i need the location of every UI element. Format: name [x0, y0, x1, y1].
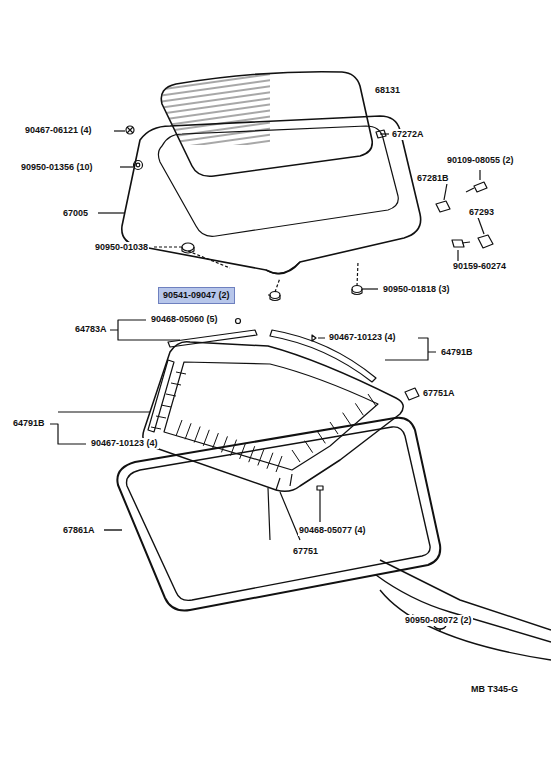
trim-rib — [292, 450, 300, 462]
part-number: 68131 — [374, 85, 401, 96]
trim-rib — [212, 433, 218, 449]
trim-rib — [267, 453, 273, 469]
part-number: 64791B — [440, 347, 474, 358]
trim-rib — [343, 413, 351, 425]
part-number: 90467-10123 (4) — [90, 438, 159, 449]
trim-rib — [194, 427, 200, 443]
part-number: 67751 — [292, 546, 319, 557]
part-number: 67861A — [62, 525, 96, 536]
part-number: 64783A — [74, 324, 108, 335]
part-number: 90950-01038 — [94, 242, 149, 253]
part-number: 67281B — [416, 173, 450, 184]
part-number: 90950-01356 (10) — [20, 162, 94, 173]
trim-rib — [276, 456, 282, 472]
trim-rib — [249, 446, 255, 462]
trim-rib — [203, 430, 209, 446]
part-number: 67751A — [422, 388, 456, 399]
part-number: 90467-06121 (4) — [24, 125, 93, 136]
highlighted-part-number: 90541-09047 (2) — [158, 287, 235, 304]
part-number: 64791B — [12, 418, 46, 429]
trim-rib — [305, 441, 313, 453]
trim-rib — [258, 449, 264, 465]
trim-rib — [185, 423, 191, 439]
trim-rib — [176, 420, 182, 436]
trim-rib — [176, 372, 186, 374]
part-number: 90468-05060 (5) — [150, 314, 219, 325]
part-number: 67005 — [62, 208, 89, 219]
trim-rib — [166, 394, 176, 396]
part-number: 90541-09047 (2) — [163, 290, 230, 301]
part-number: 90950-08072 (2) — [404, 615, 473, 626]
part-number: 90109-08055 (2) — [446, 155, 515, 166]
trim-rib — [355, 403, 363, 415]
part-number: 90159-60274 — [452, 261, 507, 272]
trim-rib — [156, 416, 166, 418]
part-number: 67293 — [468, 207, 495, 218]
part-number: 90468-05077 (4) — [298, 525, 367, 536]
trim-rib — [151, 427, 161, 429]
part-number: 90950-01818 (3) — [382, 284, 451, 295]
drawing-code: MB T345-G — [470, 684, 519, 695]
part-number: 90467-10123 (4) — [328, 332, 397, 343]
part-number: 67272A — [391, 129, 425, 140]
trim-rib — [171, 383, 181, 385]
trim-rib — [221, 436, 227, 452]
trim-rib — [317, 431, 325, 443]
trim-rib — [161, 405, 171, 407]
trim-rib — [240, 443, 246, 459]
trim-rib — [368, 394, 376, 406]
